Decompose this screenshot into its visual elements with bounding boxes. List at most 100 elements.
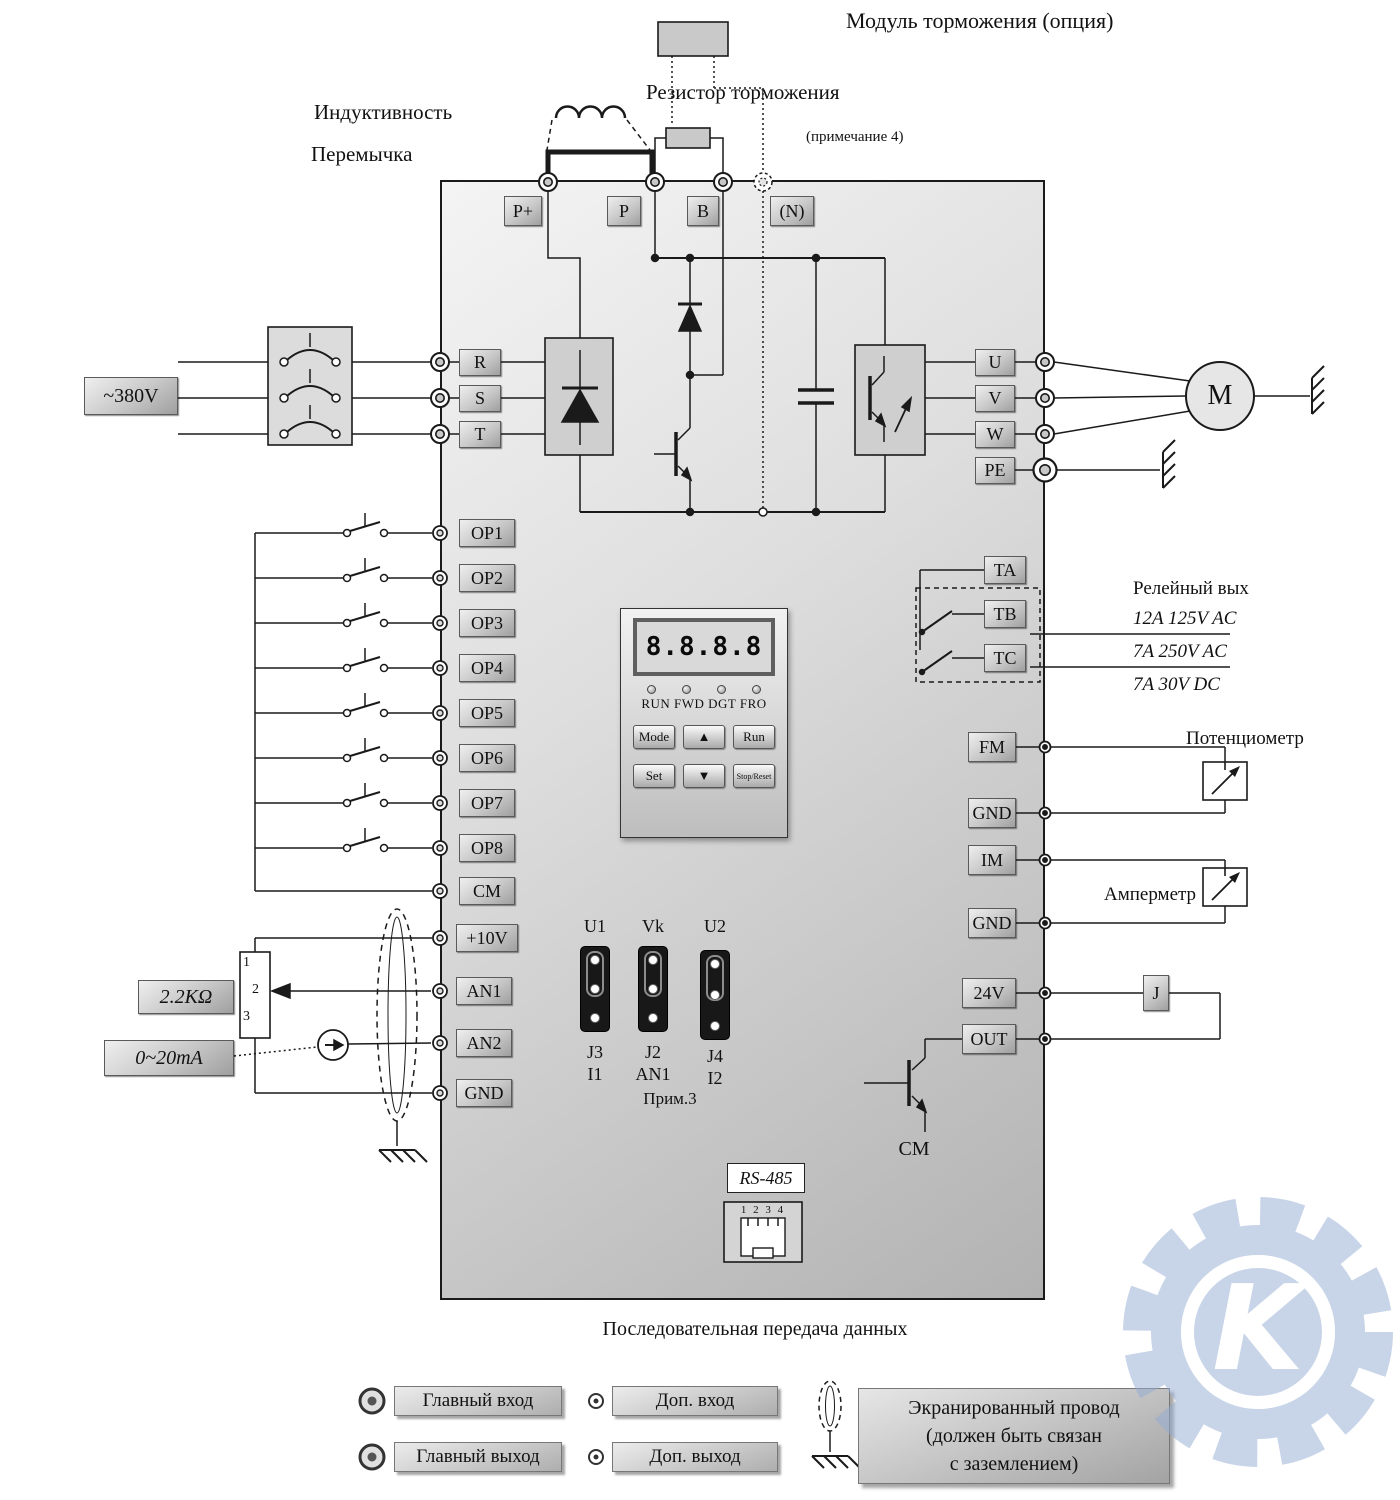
stop-reset-button[interactable]: Stop/Reset (733, 764, 775, 788)
terminal-gnd-im: GND (968, 908, 1016, 938)
terminal-fm: FM (968, 732, 1016, 762)
terminal-u: U (975, 349, 1015, 376)
jumper-block-j3 (580, 946, 610, 1032)
pot-value-box: 2.2KΩ (138, 980, 234, 1014)
rs485-pin-numbers: 1 2 3 4 (740, 1204, 786, 1216)
terminal-circle-p-plus (538, 172, 558, 192)
label-potentiometer: Потенциометр (1186, 728, 1304, 749)
terminal-op5: OP5 (459, 699, 515, 727)
brake-module-box (657, 21, 729, 57)
jumper-name-j3: J3 (586, 1041, 603, 1062)
inductor-symbol (554, 105, 627, 119)
terminal-circle-b (713, 172, 733, 192)
terminal-op1: OP1 (459, 519, 515, 547)
rs485-connector (723, 1201, 803, 1263)
shield-ellipse (376, 908, 418, 1122)
analog-input-section (233, 908, 448, 1163)
jumper-header-u1: U1 (584, 915, 606, 936)
up-button[interactable]: ▲ (683, 725, 725, 749)
jumper-name-j2: J2 (644, 1041, 661, 1062)
jumper-header-vk: Vk (642, 915, 664, 936)
terminal-n: (N) (770, 196, 814, 226)
jumper-block-j2 (638, 946, 668, 1032)
terminal-op7: OP7 (459, 789, 515, 817)
jumper-pin (710, 959, 720, 969)
digital-input-switches (254, 513, 448, 899)
jumper-pin (590, 984, 600, 994)
label-note4: (примечание 4) (806, 129, 904, 145)
terminal-tc: TC (984, 644, 1026, 672)
legend-shield-line3: с заземлением) (949, 1453, 1079, 1475)
brake-chopper-symbol (654, 191, 724, 512)
label-relay-spec1: 12A 125V AC (1133, 608, 1237, 629)
terminal-p-plus: P+ (504, 196, 542, 226)
led-labels: RUN FWD DGT FRO (641, 696, 767, 711)
terminal-v: V (975, 385, 1015, 412)
label-brake-resistor: Резистор торможения (646, 80, 840, 104)
relay-coil-j: J (1143, 975, 1169, 1011)
label-jumper: Перемычка (311, 142, 413, 166)
legend-aux-input: Доп. вход (612, 1386, 778, 1416)
label-brake-module: Модуль торможения (опция) (846, 8, 1114, 33)
dc-reactor-jumper (545, 105, 655, 176)
jumper-pin (590, 1013, 600, 1023)
relay-output-section (915, 569, 1230, 683)
legend-aux-output: Доп. выход (612, 1442, 778, 1472)
pot-pin-1: 1 (243, 955, 250, 970)
rs485-label-box: RS-485 (727, 1163, 805, 1193)
legend-shielded-wire: Экранированный провод (должен быть связа… (858, 1388, 1170, 1484)
mode-button[interactable]: Mode (633, 725, 675, 749)
run-button[interactable]: Run (733, 725, 775, 749)
label-ammeter: Амперметр (1104, 884, 1197, 905)
digital-output-section (864, 986, 1221, 1132)
label-note3: Прим.3 (643, 1089, 697, 1108)
inverter-symbol (854, 258, 926, 512)
ground-symbol-pe (1162, 439, 1176, 489)
legend-icons (358, 1380, 861, 1471)
jumper-cap (644, 951, 662, 997)
legend-shield-icon (818, 1380, 842, 1432)
jumper-block-j4 (700, 950, 730, 1040)
jumper-pin (710, 990, 720, 1000)
rectifier-symbol (544, 337, 614, 456)
terminal-pe: PE (975, 457, 1015, 484)
terminal-op4: OP4 (459, 654, 515, 682)
set-button[interactable]: Set (633, 764, 675, 788)
down-button[interactable]: ▼ (683, 764, 725, 788)
legend-main-input: Главный вход (394, 1386, 562, 1416)
label-relay-out: Релейный вых (1133, 578, 1249, 599)
potentiometer-meter-icon (1202, 761, 1248, 801)
input-section (178, 326, 545, 446)
label-cm-output: CM (898, 1137, 930, 1160)
brake-module-section (654, 21, 764, 173)
terminal-an1: AN1 (456, 977, 512, 1005)
jumper-pin (648, 984, 658, 994)
current-range-box: 0~20mA (104, 1040, 234, 1076)
brake-resistor-box (665, 127, 711, 149)
label-relay-spec2: 7A 250V AC (1133, 641, 1227, 662)
terminal-im: IM (968, 845, 1016, 875)
analog-output-section (1016, 740, 1248, 930)
terminal-t: T (459, 421, 501, 448)
led-fro (752, 685, 761, 694)
jumper-name-j4: J4 (706, 1045, 723, 1066)
pot-pin-2: 2 (252, 982, 259, 997)
jumper-pin (590, 955, 600, 965)
jumper-cap (586, 951, 604, 997)
jumper-cap (706, 955, 724, 1001)
motor-label: M (1207, 380, 1233, 411)
terminal-gnd-analog: GND (456, 1079, 512, 1107)
terminal-tb: TB (984, 600, 1026, 628)
terminal-op6: OP6 (459, 744, 515, 772)
terminal-p: P (607, 196, 641, 226)
terminal-s: S (459, 385, 501, 412)
terminal-cm: CM (459, 877, 515, 905)
label-inductance: Индуктивность (314, 100, 453, 124)
terminal-10v: +10V (456, 924, 518, 952)
terminal-ta: TA (984, 556, 1026, 584)
terminal-r: R (459, 349, 501, 376)
ground-symbol-shield (378, 1149, 428, 1163)
jumper-header-u2: U2 (704, 915, 726, 936)
